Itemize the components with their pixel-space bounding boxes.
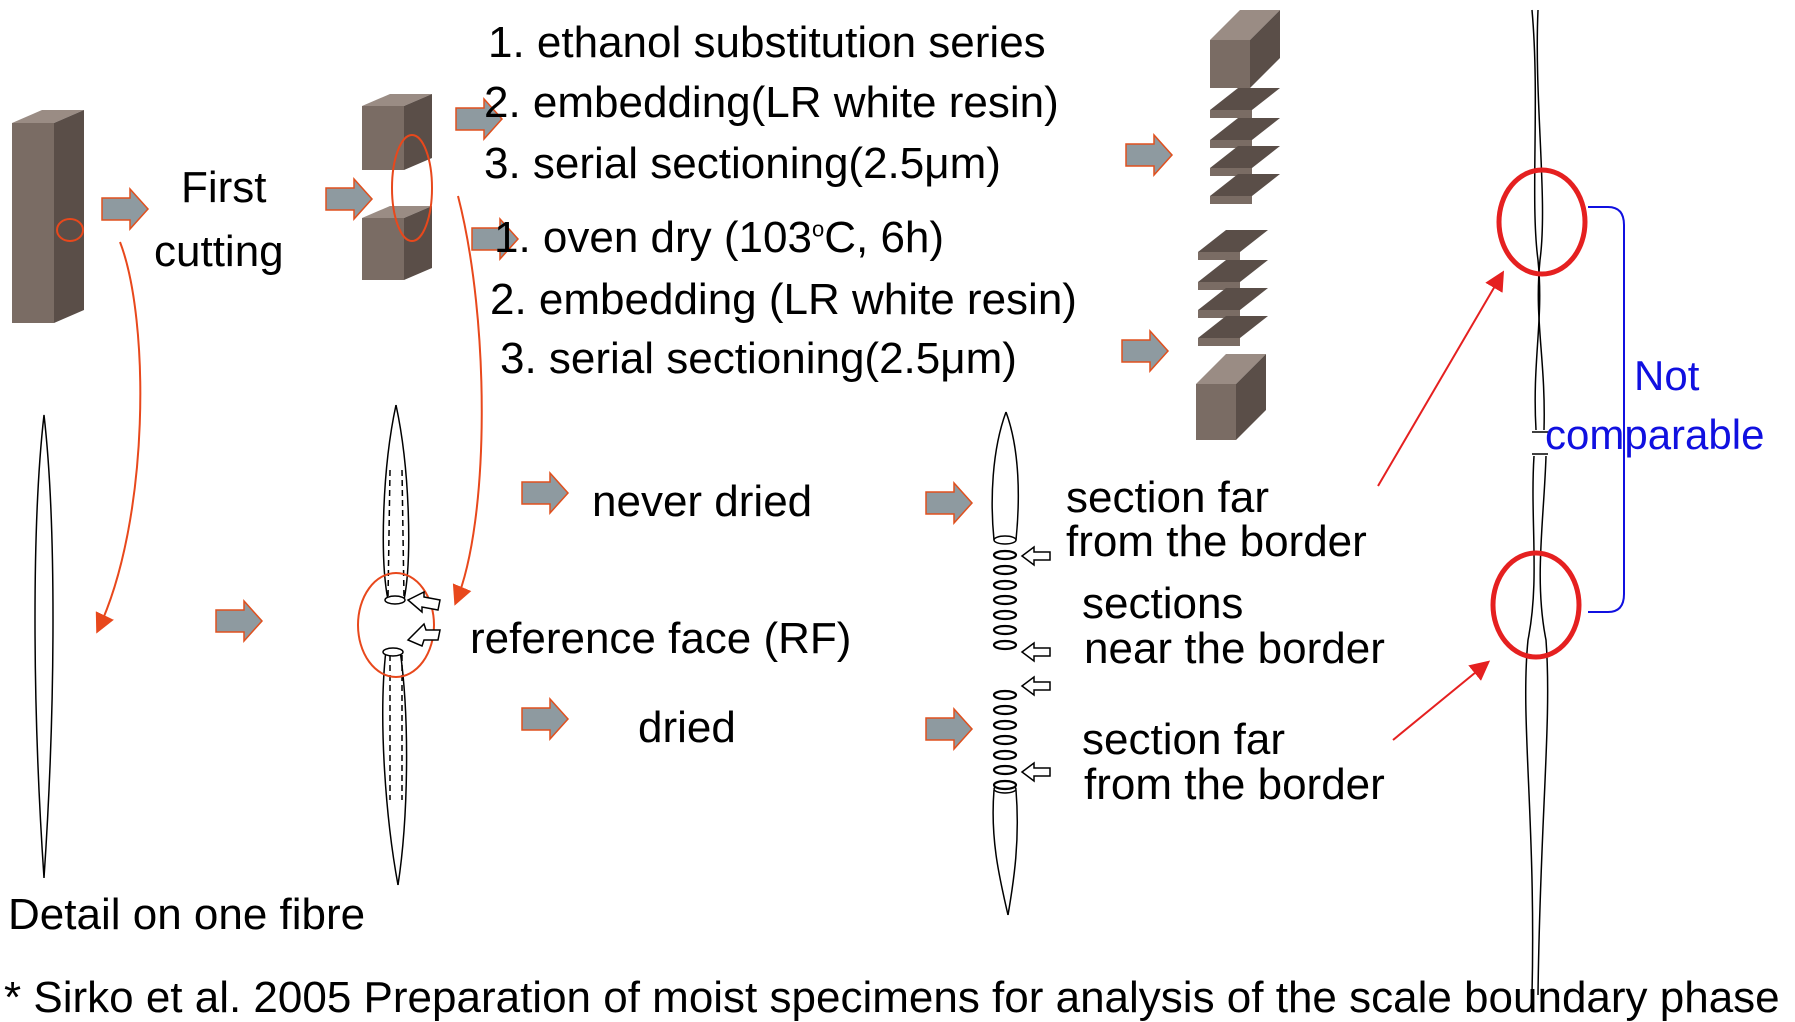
section-slice-edge — [1210, 110, 1252, 118]
connector-cut-to-rf — [452, 195, 483, 606]
section-ring-icon — [992, 719, 1018, 731]
sections-near-2: near the border — [1084, 624, 1385, 673]
section-ring-icon — [992, 594, 1018, 606]
section-slice-icon — [1198, 260, 1268, 282]
step-arrow-icon — [521, 471, 570, 515]
section-slice-icon — [1198, 288, 1268, 310]
section-stack-top-icon — [1210, 10, 1280, 204]
step-arrow-icon — [471, 217, 520, 261]
section-slice-edge — [1198, 338, 1240, 346]
mid-step-3: 3. serial sectioning(2.5μm) — [500, 334, 1017, 383]
section-ring-icon — [992, 579, 1018, 591]
not-comparable-bracket — [1588, 206, 1625, 613]
section-far-bottom-2: from the border — [1084, 760, 1385, 809]
comparable-label: comparable — [1545, 411, 1765, 458]
top-step-1: 1. ethanol substitution series — [488, 18, 1046, 67]
wood-block-icon — [12, 110, 84, 323]
top-step-2: 2. embedding(LR white resin) — [484, 78, 1059, 127]
pointer-arrow-icon — [1020, 641, 1051, 663]
section-slice-icon — [1210, 174, 1280, 196]
section-slice-icon — [1210, 88, 1280, 110]
section-ring-icon — [992, 549, 1018, 561]
cut-circle — [391, 134, 433, 242]
section-slice-edge — [1210, 196, 1252, 204]
lower-cut-block-icon — [362, 206, 432, 280]
pointer-to-lower-circle — [1392, 660, 1491, 741]
sample-circle — [56, 218, 84, 242]
detail-label: Detail on one fibre — [8, 890, 366, 939]
section-far-top-1: section far — [1066, 473, 1269, 522]
pointer-to-upper-circle — [1377, 270, 1505, 487]
step-arrow-icon — [215, 599, 264, 643]
footnote: * Sirko et al. 2005 Preparation of moist… — [4, 973, 1780, 1022]
pointer-arrow-icon — [1020, 761, 1051, 783]
dried-label: dried — [638, 703, 736, 752]
rf-pointer-arrows — [406, 590, 441, 648]
rf-circle — [357, 572, 435, 678]
first-cutting-label-1: First — [181, 163, 267, 212]
fibre-sectioned-icon — [991, 411, 1020, 916]
section-stack-mid-icon — [1196, 230, 1268, 440]
section-slice-icon — [1210, 146, 1280, 168]
fibre-left-icon — [34, 414, 54, 879]
step-arrow-icon — [925, 481, 974, 525]
section-ring-icon — [992, 689, 1018, 701]
section-ring-icon — [992, 564, 1018, 576]
step-arrow-icon — [521, 697, 570, 741]
mid-step-1: 1. oven dry (103oC, 6h) — [494, 213, 945, 262]
step-arrow-icon — [455, 97, 504, 141]
section-pointer-arrows — [1020, 545, 1051, 783]
upper-cut-block-icon — [362, 94, 432, 170]
top-step-3: 3. serial sectioning(2.5μm) — [484, 139, 1001, 188]
mid-step-2: 2. embedding (LR white resin) — [490, 275, 1077, 324]
highlight-circle-lower-icon — [1490, 550, 1582, 660]
sections-near-1: sections — [1082, 579, 1244, 628]
reference-face-label: reference face (RF) — [470, 614, 852, 663]
step-arrow-icon — [101, 187, 150, 231]
section-far-bottom-1: section far — [1082, 715, 1285, 764]
highlight-circle-upper-icon — [1496, 167, 1588, 277]
pointer-arrow-icon — [1020, 545, 1051, 567]
pointer-arrow-icon — [1020, 675, 1051, 697]
section-ring-icon — [992, 704, 1018, 716]
section-ring-icon — [992, 749, 1018, 761]
section-slice-edge — [1198, 252, 1240, 260]
section-slice-icon — [1198, 316, 1268, 338]
step-arrow-icon — [1125, 133, 1174, 177]
section-ring-icon — [992, 779, 1018, 791]
never-dried-label: never dried — [592, 477, 813, 526]
section-ring-icon — [992, 639, 1018, 651]
step-arrow-icon — [925, 707, 974, 751]
section-ring-icon — [992, 609, 1018, 621]
section-ring-icon — [992, 764, 1018, 776]
fibre-right-icon — [1524, 9, 1549, 996]
section-ring-icon — [992, 624, 1018, 636]
section-slice-icon — [1210, 118, 1280, 140]
step-arrow-icon — [1121, 329, 1170, 373]
section-far-top-2: from the border — [1066, 517, 1367, 566]
not-label: Not — [1634, 352, 1700, 399]
section-ring-icon — [992, 734, 1018, 746]
connector-block-to-fibre — [95, 241, 142, 634]
first-cutting-label-2: cutting — [154, 227, 284, 276]
section-slice-icon — [1198, 230, 1268, 252]
fibre-reference-icon — [382, 404, 410, 886]
step-arrow-icon — [325, 177, 374, 221]
